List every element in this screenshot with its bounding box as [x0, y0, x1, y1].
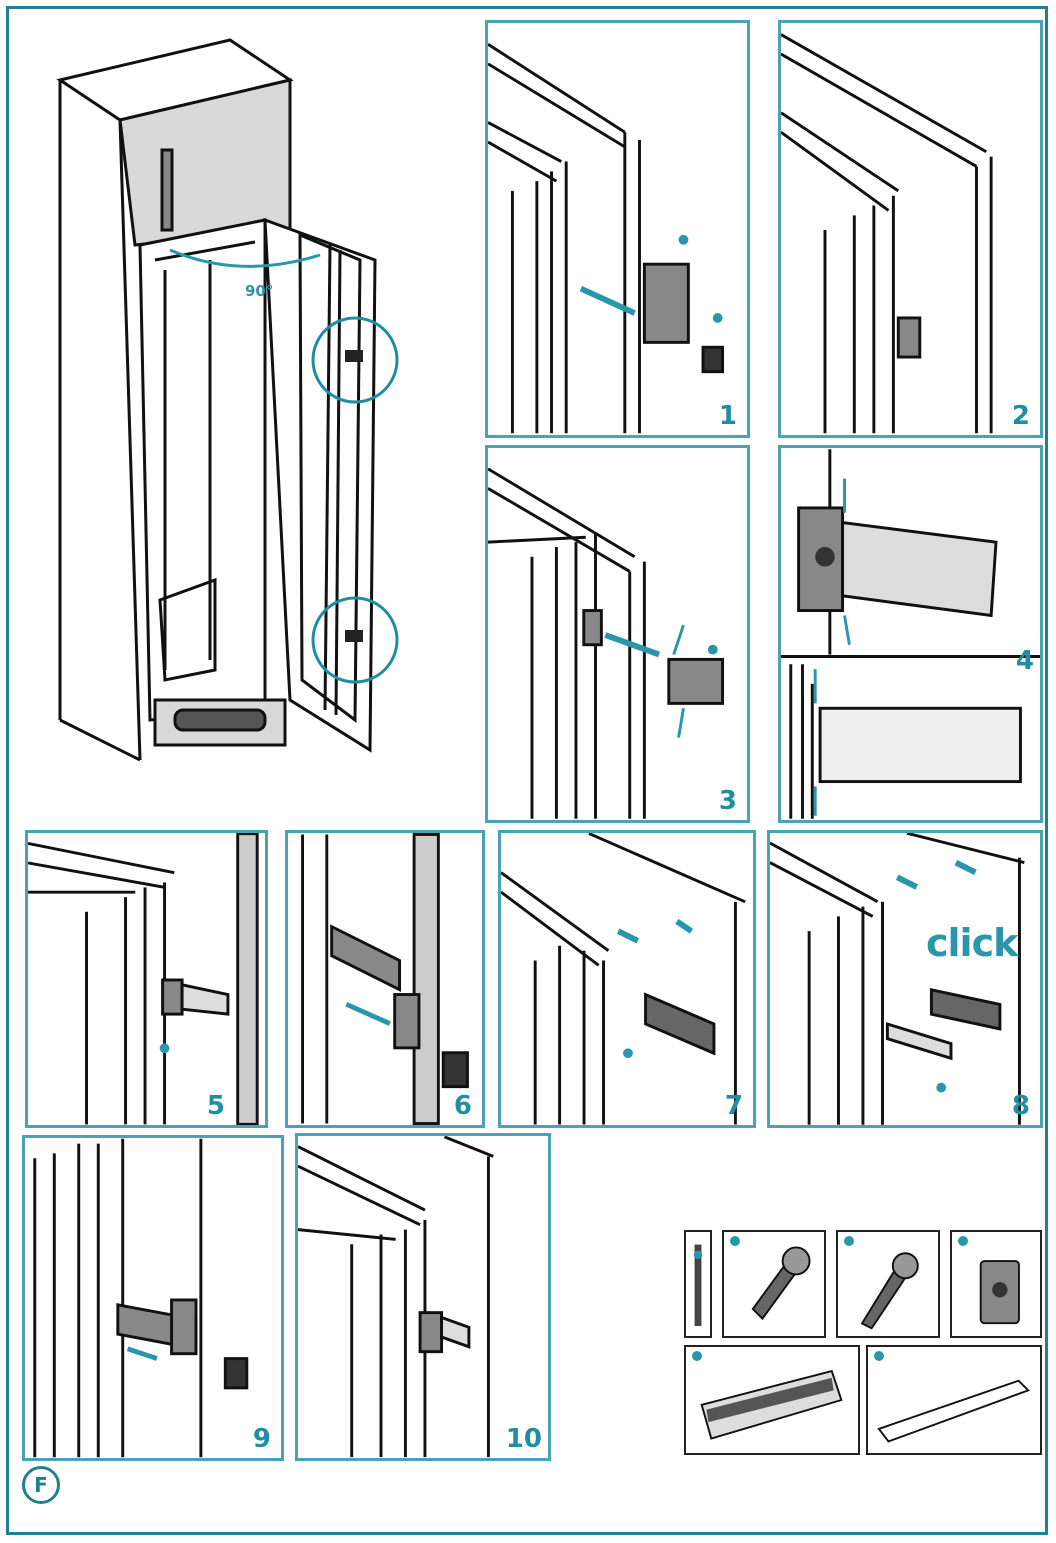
step-panel-10: 10: [295, 1133, 551, 1461]
cover-strip-icon: [877, 1379, 1030, 1443]
slide-rail-icon: [700, 1369, 843, 1440]
step-panel-5: 5: [25, 830, 268, 1128]
step-number: 8: [1011, 1091, 1030, 1121]
step-5-drawing: [28, 833, 259, 1125]
step-2-drawing: [781, 33, 993, 434]
hinge-pin-icon: [693, 1244, 703, 1326]
step-panel-1: 1: [485, 20, 750, 438]
step-number: 3: [718, 786, 737, 816]
step-number: 1: [718, 401, 737, 431]
step-10-drawing: [298, 1136, 494, 1458]
step-number: 6: [453, 1091, 472, 1121]
part-slide-rail: [684, 1345, 860, 1455]
short-screw-icon: [751, 1246, 811, 1321]
bracket-icon: [979, 1260, 1020, 1325]
step-number: 9: [252, 1424, 271, 1454]
page-frame: [6, 6, 1048, 1535]
step-number: 2: [1011, 401, 1030, 431]
step-7-drawing: [501, 833, 746, 1125]
part-screw-short: [722, 1230, 826, 1338]
step-8-drawing: [770, 833, 1025, 1125]
part-hinge-pin: [684, 1230, 712, 1338]
step-panel-2: 2: [778, 20, 1043, 438]
step-panel-6: 6: [285, 830, 485, 1128]
step-panel-9: 9: [22, 1135, 284, 1461]
part-cover-strip: [866, 1345, 1042, 1455]
part-marker-icon: [692, 1351, 702, 1361]
step-panel-7: 7: [498, 830, 756, 1128]
click-label: click: [926, 921, 1018, 965]
part-marker-icon: [874, 1351, 884, 1361]
step-panel-8: click 8: [767, 830, 1043, 1128]
step-number: 4: [1015, 646, 1034, 676]
step-1-drawing: [488, 43, 725, 434]
long-screw-icon: [860, 1252, 919, 1330]
part-marker-icon: [844, 1236, 854, 1246]
step-3-drawing: [488, 467, 725, 819]
step-6-drawing: [301, 833, 469, 1125]
step-panel-4: 4: [778, 445, 1043, 823]
step-9-drawing: [33, 1138, 249, 1458]
step-number: 7: [724, 1091, 743, 1121]
step-panel-3: 3: [485, 445, 750, 823]
step-number: 5: [206, 1091, 225, 1121]
part-marker-icon: [730, 1236, 740, 1246]
part-screw-long: [836, 1230, 940, 1338]
part-bracket: [950, 1230, 1042, 1338]
figure-label: F: [22, 1466, 60, 1504]
step-4-drawing: [781, 449, 1040, 819]
step-number: 10: [505, 1424, 542, 1454]
cabinet-drawing: [56, 38, 399, 762]
part-marker-icon: [958, 1236, 968, 1246]
overview-illustration: 90°: [40, 20, 460, 780]
angle-label: 90°: [245, 282, 274, 300]
